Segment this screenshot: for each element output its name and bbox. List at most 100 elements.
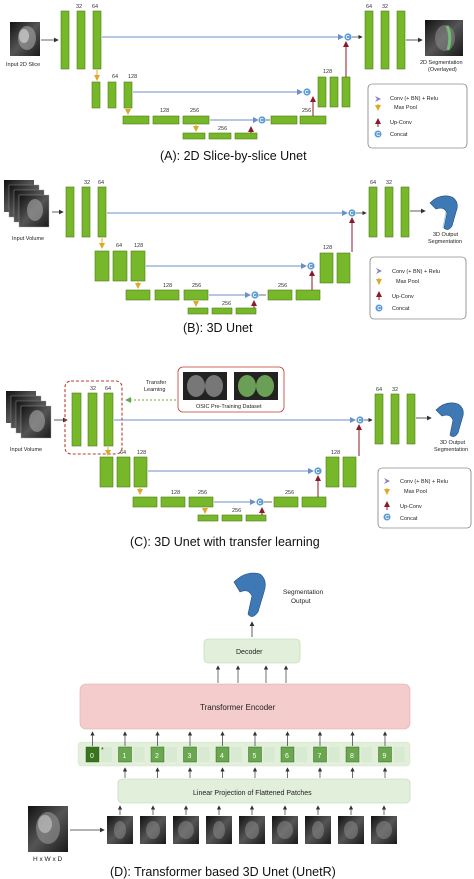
svg-text:Segmentation: Segmentation xyxy=(283,589,323,596)
svg-text:Concat: Concat xyxy=(400,516,418,522)
bottom-block xyxy=(211,307,233,315)
enc-block xyxy=(123,81,133,109)
dec-block xyxy=(406,393,416,445)
output-2d-segmentation-image xyxy=(425,20,463,56)
dec-block xyxy=(374,393,384,445)
svg-text:128: 128 xyxy=(134,243,143,249)
svg-text:C: C xyxy=(253,293,257,299)
svg-text:H x W x D: H x W x D xyxy=(33,856,63,863)
token-box xyxy=(85,746,100,763)
dec-block xyxy=(400,186,410,238)
panel-d: Segmentation Output Decoder Transformer … xyxy=(28,572,411,879)
dec-block xyxy=(336,252,351,284)
svg-text:C: C xyxy=(377,306,381,312)
caption-c: (C): 3D Unet with transfer learning xyxy=(130,535,320,549)
ch-label: 256 xyxy=(302,108,311,114)
svg-text:C: C xyxy=(309,264,313,270)
enc-block xyxy=(92,10,102,70)
dec-block xyxy=(384,186,394,238)
token-box xyxy=(118,746,132,763)
enc-block xyxy=(71,392,82,447)
ch-label: 128 xyxy=(323,69,332,75)
svg-text:128: 128 xyxy=(137,450,146,456)
enc-block xyxy=(60,10,70,70)
enc-block xyxy=(97,186,107,238)
token-box xyxy=(280,746,295,763)
svg-text:64: 64 xyxy=(116,243,122,249)
svg-text:128: 128 xyxy=(331,450,340,456)
output-3d-segmentation-image xyxy=(429,195,458,230)
svg-text:64: 64 xyxy=(105,386,111,392)
output-label: (Overlayed) xyxy=(428,67,457,73)
svg-text:Linear Projection of Flattened: Linear Projection of Flattened Patches xyxy=(193,790,312,797)
dec-block xyxy=(319,252,334,284)
patch-detail xyxy=(376,821,392,839)
token-label: 5 xyxy=(253,753,257,760)
token-label: 2 xyxy=(155,753,159,760)
dec-block xyxy=(270,115,298,125)
enc-block xyxy=(81,186,91,238)
input-label: Input Volume xyxy=(12,236,44,242)
svg-text:128: 128 xyxy=(171,490,180,496)
cls-marker: * xyxy=(101,747,104,754)
bottom-block xyxy=(234,132,258,140)
svg-text:C: C xyxy=(260,118,264,124)
svg-text:Transformer Encoder: Transformer Encoder xyxy=(200,703,276,712)
svg-text:Max Pool: Max Pool xyxy=(394,105,417,111)
svg-text:Output: Output xyxy=(291,598,311,605)
bottom-block xyxy=(235,307,257,315)
token-box xyxy=(313,746,327,763)
enc-block xyxy=(103,392,114,447)
enc-block xyxy=(133,456,148,488)
position-embedding xyxy=(198,747,210,762)
linear-projection-block xyxy=(117,778,411,804)
patch-detail xyxy=(213,821,225,839)
svg-text:64: 64 xyxy=(120,450,126,456)
svg-text:Conv (+ BN) + Relu: Conv (+ BN) + Relu xyxy=(392,269,440,275)
bottom-block xyxy=(208,132,232,140)
position-embedding xyxy=(361,747,372,762)
legend-c: Conv (+ BN) + Relu Max Pool Up-Conv C Co… xyxy=(377,467,472,529)
caption-d: (D): Transformer based 3D Unet (UnetR) xyxy=(110,865,336,879)
enc-block xyxy=(116,456,131,488)
svg-text:Max Pool: Max Pool xyxy=(396,279,419,285)
enc-block xyxy=(94,250,110,282)
bottom-block xyxy=(197,514,219,522)
patch-detail xyxy=(178,821,194,839)
ch-label: 128 xyxy=(128,74,137,80)
token-label: 4 xyxy=(220,753,224,760)
ch-label: 64 xyxy=(92,4,98,10)
svg-text:128: 128 xyxy=(323,245,332,251)
position-embedding xyxy=(393,747,405,762)
svg-text:64: 64 xyxy=(370,180,376,186)
dec-block xyxy=(299,115,327,125)
dec-block xyxy=(317,76,327,108)
dec-block xyxy=(342,456,357,488)
dec-block xyxy=(301,496,327,508)
pretraining-dataset-box: OSIC Pre-Training Dataset xyxy=(177,366,285,413)
svg-text:Input Volume: Input Volume xyxy=(10,447,42,453)
svg-text:32: 32 xyxy=(386,180,392,186)
token-label: 3 xyxy=(188,753,192,760)
patch-detail xyxy=(344,821,358,839)
position-embedding xyxy=(328,747,340,762)
svg-text:256: 256 xyxy=(198,490,207,496)
enc-block xyxy=(107,81,117,109)
panel-b: Input Volume 32 64 64 128 128 256 256 C xyxy=(4,180,467,335)
svg-text:3D Output: 3D Output xyxy=(440,440,466,446)
dec-block xyxy=(295,289,321,301)
patches xyxy=(107,805,397,844)
token-box xyxy=(215,746,230,763)
enc-block xyxy=(182,115,210,125)
dec-block xyxy=(273,496,299,508)
ch-label: 64 xyxy=(112,74,118,80)
conv-arrow-icon xyxy=(384,478,390,484)
patch-detail xyxy=(146,821,160,839)
svg-text:Max Pool: Max Pool xyxy=(404,489,427,495)
patch-detail xyxy=(114,821,126,839)
token-box xyxy=(378,746,392,763)
enc-block xyxy=(112,250,128,282)
token-box xyxy=(248,746,262,763)
transformer-encoder-block xyxy=(79,683,411,730)
